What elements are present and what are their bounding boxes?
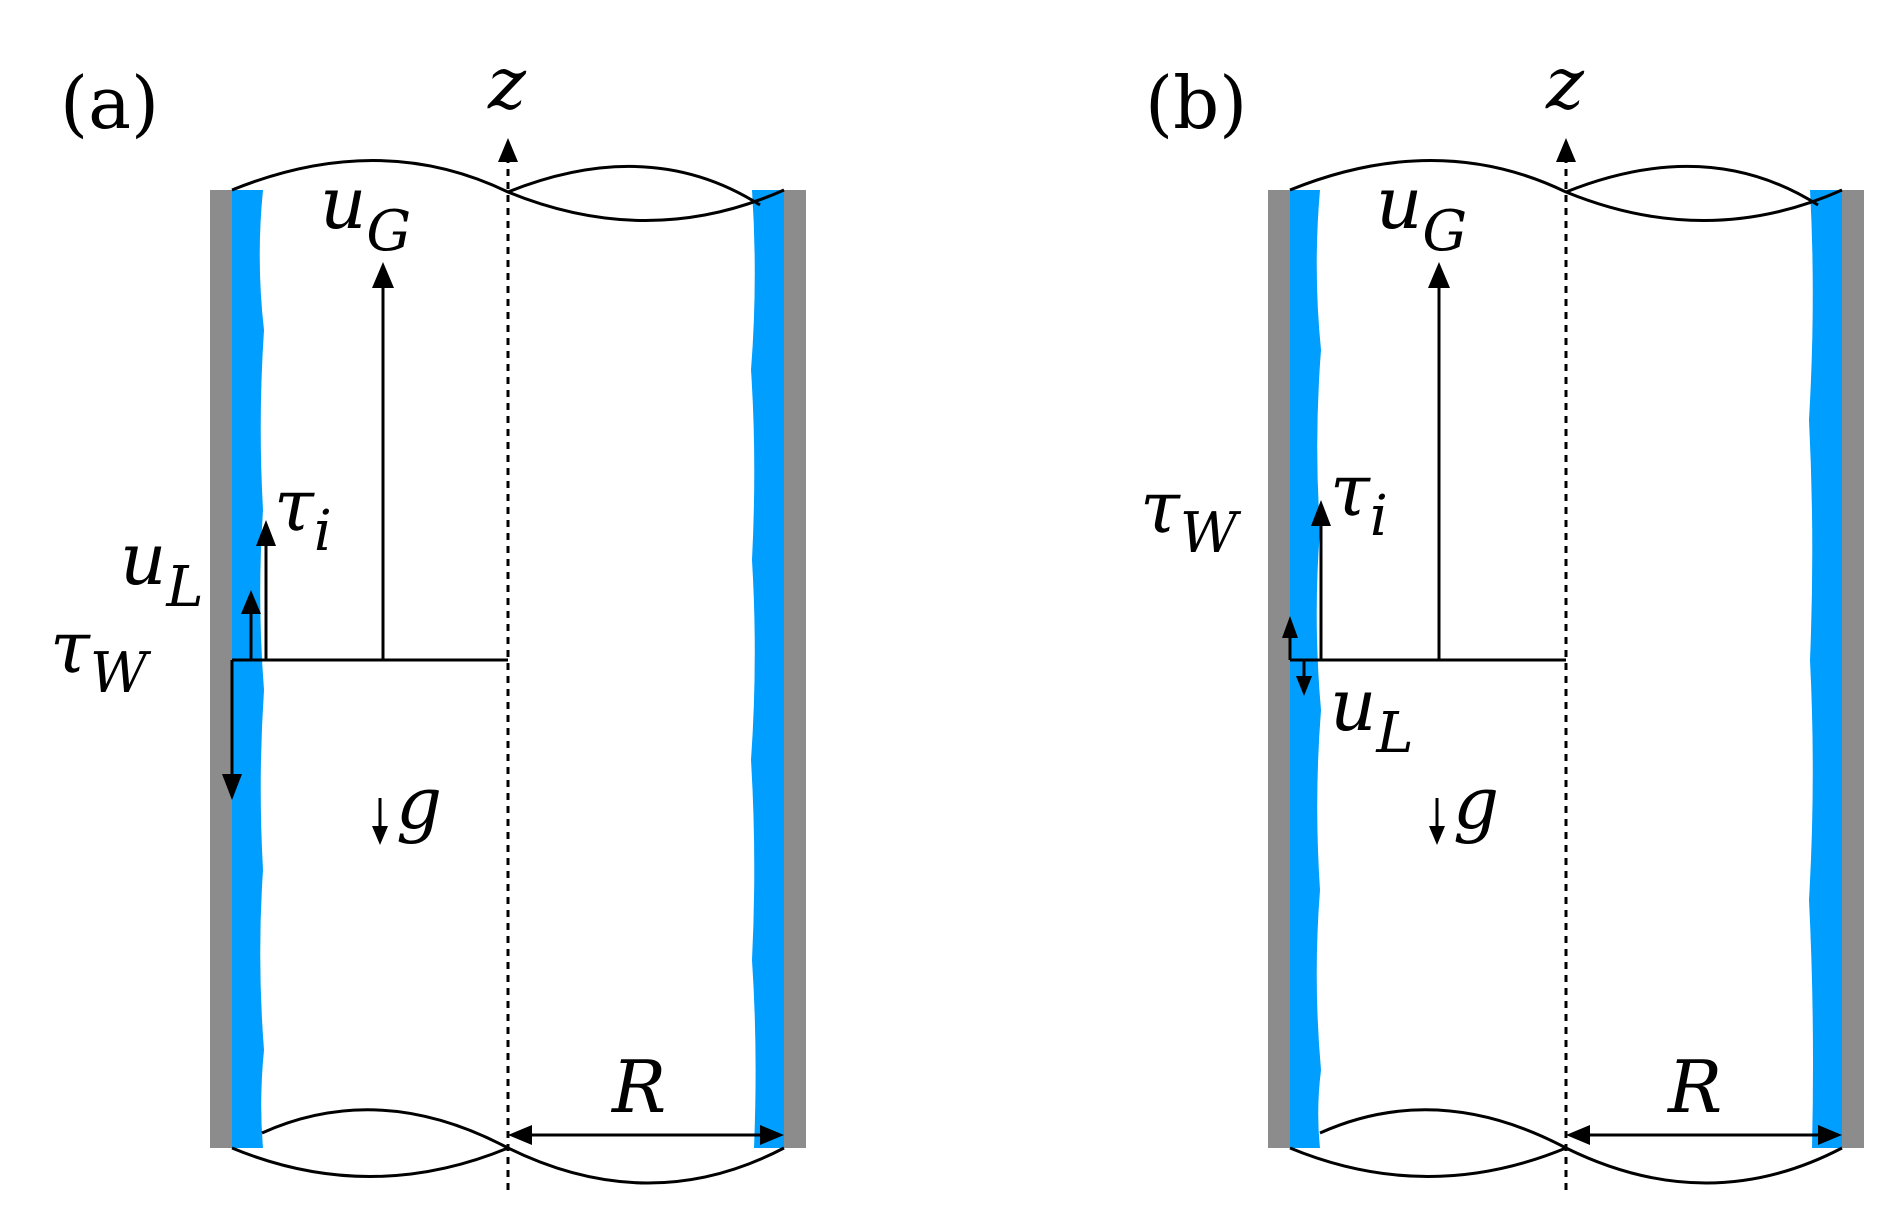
right-liquid-film — [1809, 190, 1842, 1148]
liquid-velocity-arrowhead-icon — [241, 590, 261, 614]
right-pipe-wall — [784, 190, 806, 1148]
gravity-arrowhead-icon — [1429, 826, 1445, 845]
interfacial-stress-arrowhead-icon — [256, 520, 276, 546]
axis-arrow-icon — [1556, 138, 1576, 162]
left-pipe-wall — [210, 190, 232, 1148]
interfacial-stress-arrowhead-icon — [1311, 500, 1331, 526]
right-liquid-film — [751, 190, 784, 1148]
axis-label: z — [1545, 41, 1585, 125]
radius-label: R — [610, 1045, 666, 1129]
radius-left-arrowhead-icon — [508, 1125, 532, 1145]
wall-stress-arrowhead-icon — [1282, 616, 1298, 638]
radius-right-arrowhead-icon — [1818, 1125, 1842, 1145]
wall-stress-arrowhead-icon — [222, 774, 242, 800]
gravity-arrowhead-icon — [372, 826, 388, 845]
radius-label: R — [1666, 1045, 1722, 1129]
gas-velocity-label: uG — [320, 161, 411, 264]
gas-velocity-arrowhead-icon — [1428, 262, 1450, 288]
left-liquid-film — [232, 190, 264, 1148]
liquid-velocity-label: uL — [120, 517, 204, 620]
gas-velocity-arrowhead-icon — [372, 262, 394, 288]
gravity-label: g — [1453, 761, 1499, 845]
interfacial-stress-label: τi — [274, 463, 332, 564]
radius-right-arrowhead-icon — [760, 1125, 784, 1145]
axis-label: z — [487, 41, 527, 125]
wall-stress-label: τW — [1140, 465, 1242, 566]
wall-stress-label: τW — [50, 605, 152, 706]
interfacial-stress-label: τi — [1330, 448, 1388, 549]
panel-label: (a) — [60, 61, 159, 145]
panel-a: (a) z uG τi — [50, 41, 806, 1190]
panel-label: (b) — [1145, 61, 1247, 145]
gas-velocity-label: uG — [1376, 161, 1467, 264]
left-pipe-wall — [1268, 190, 1290, 1148]
radius-left-arrowhead-icon — [1566, 1125, 1590, 1145]
liquid-velocity-arrowhead-icon — [1296, 676, 1312, 696]
liquid-velocity-label: uL — [1330, 663, 1414, 766]
panel-b: (b) z uG τi — [1140, 41, 1864, 1190]
axis-arrow-icon — [498, 138, 518, 162]
right-pipe-wall — [1842, 190, 1864, 1148]
gravity-label: g — [396, 761, 442, 845]
